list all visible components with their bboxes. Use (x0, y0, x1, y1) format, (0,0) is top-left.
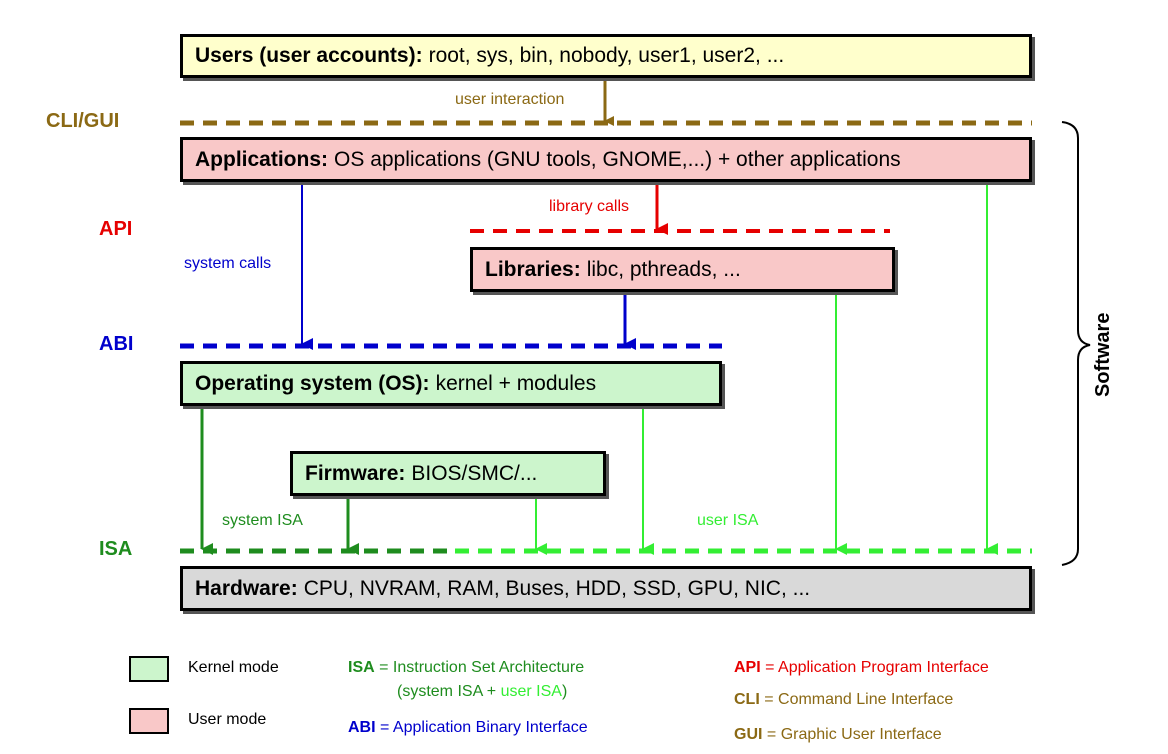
user-mode-swatch (129, 708, 169, 734)
isa-term: ISA (348, 659, 375, 676)
libraries-box: Libraries: libc, pthreads, ... (470, 247, 895, 292)
library-calls-label: library calls (549, 198, 630, 215)
isa-subdefinition: (system ISA + user ISA) (397, 683, 567, 701)
isa-open: (system ISA + (397, 683, 501, 700)
abi-term: ABI (348, 719, 376, 736)
system-isa-label: system ISA (222, 512, 303, 529)
users-title: Users (user accounts): (195, 44, 423, 67)
abi-definition: ABI = Application Binary Interface (348, 719, 588, 737)
kernel-mode-label: Kernel mode (188, 659, 279, 676)
cli-definition: CLI = Command Line Interface (734, 691, 953, 709)
firmware-box: Firmware: BIOS/SMC/... (290, 451, 606, 496)
isa-def: = Instruction Set Architecture (379, 659, 585, 676)
software-label: Software (1092, 312, 1114, 397)
gui-term: GUI (734, 726, 763, 743)
hardware-box: Hardware: CPU, NVRAM, RAM, Buses, HDD, S… (180, 566, 1032, 611)
system-calls-label: system calls (184, 255, 272, 272)
abi-label: ABI (99, 333, 134, 355)
cli-def: = Command Line Interface (764, 691, 954, 708)
api-label: API (99, 218, 133, 240)
cli-term: CLI (734, 691, 760, 708)
cli-gui-label: CLI/GUI (46, 110, 120, 132)
libraries-text: libc, pthreads, ... (586, 257, 741, 281)
applications-text: OS applications (GNU tools, GNOME,...) +… (334, 147, 901, 171)
isa-label: ISA (99, 538, 133, 560)
libraries-title: Libraries: (485, 257, 581, 281)
os-text: kernel + modules (435, 371, 597, 395)
abi-def: = Application Binary Interface (380, 719, 588, 736)
os-box: Operating system (OS): kernel + modules (180, 361, 722, 406)
api-term: API (734, 659, 761, 676)
applications-box: Applications: OS applications (GNU tools… (180, 137, 1032, 182)
hardware-text: CPU, NVRAM, RAM, Buses, HDD, SSD, GPU, N… (303, 576, 811, 600)
user-mode-label: User mode (188, 711, 267, 728)
applications-title: Applications: (195, 147, 329, 171)
isa-definition: ISA = Instruction Set Architecture (348, 659, 584, 677)
os-title: Operating system (OS): (195, 371, 430, 395)
software-brace (1061, 121, 1091, 566)
kernel-mode-swatch (129, 656, 169, 682)
user-isa-label: user ISA (697, 512, 759, 529)
isa-user-term: user ISA (500, 683, 562, 700)
firmware-title: Firmware: (305, 461, 406, 485)
api-definition: API = Application Program Interface (734, 659, 989, 677)
gui-definition: GUI = Graphic User Interface (734, 726, 942, 744)
firmware-text: BIOS/SMC/... (411, 461, 538, 485)
gui-def: = Graphic User Interface (766, 726, 942, 743)
users-box: Users (user accounts): root, sys, bin, n… (180, 34, 1032, 78)
api-def: = Application Program Interface (765, 659, 989, 676)
isa-close: ) (561, 683, 568, 700)
user-interaction-label: user interaction (455, 91, 565, 108)
hardware-title: Hardware: (195, 576, 298, 600)
users-text: root, sys, bin, nobody, user1, user2, ..… (428, 44, 785, 67)
